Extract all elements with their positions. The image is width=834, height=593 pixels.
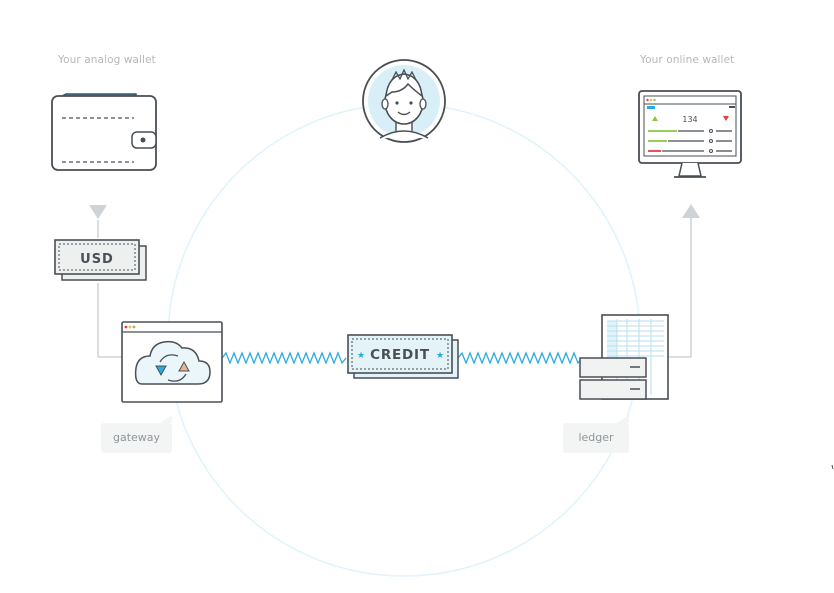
- ledger-tag: ledger: [563, 423, 629, 453]
- wallet-icon: [51, 93, 157, 171]
- user-avatar-icon: [362, 59, 446, 143]
- right-connector: [669, 218, 692, 358]
- gateway-tag: gateway: [101, 423, 172, 453]
- online-wallet-value: 134: [682, 115, 697, 124]
- gateway-credit-link: [221, 351, 347, 365]
- monitor-icon: [638, 90, 742, 178]
- up-triangle-icon: [652, 116, 658, 121]
- credit-ledger-link: [457, 351, 583, 365]
- star-icon: ★: [357, 351, 365, 361]
- usd-note-label: USD: [80, 252, 114, 267]
- left-connector: [97, 220, 122, 358]
- analog-wallet-label: Your analog wallet: [58, 54, 156, 66]
- down-triangle-icon: [723, 116, 729, 121]
- gateway-tag-pointer: [160, 415, 172, 423]
- ledger-tag-pointer: [617, 415, 629, 423]
- up-arrow-icon: [682, 204, 700, 218]
- cash-note-icon: [54, 239, 147, 281]
- browser-cloud-icon: [121, 321, 223, 403]
- edge-mark: [831, 464, 834, 470]
- down-arrow-icon: [89, 205, 107, 219]
- online-wallet-label: Your online wallet: [640, 54, 735, 66]
- server-ledger-icon: [579, 314, 669, 400]
- credit-note-label: CREDIT: [370, 347, 430, 363]
- star-icon: ★: [436, 351, 444, 361]
- credit-note-icon: ★ ★: [347, 334, 459, 379]
